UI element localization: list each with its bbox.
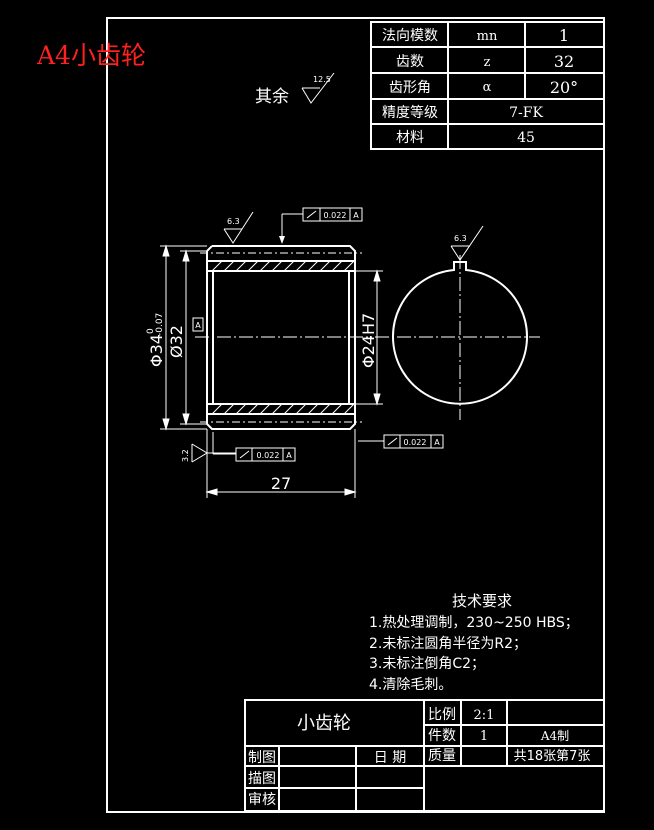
runout-left	[212, 432, 296, 462]
datum-label: A	[195, 321, 201, 330]
part-name: 小齿轮	[297, 713, 351, 734]
requirement-item-3: 3.未标注倒角C2；	[369, 656, 485, 672]
centerlines-end	[375, 255, 540, 420]
runout-top	[281, 207, 363, 240]
roughness-keyway-symbol	[450, 225, 484, 261]
runout-top-arrow	[279, 236, 285, 244]
dim-root-dia: Ø32	[167, 325, 186, 358]
made-label: A4制	[540, 729, 569, 743]
roughness-other-symbol	[301, 72, 335, 104]
requirement-item-2: 2.未标注圆角半径为R2；	[369, 636, 527, 652]
pitch-lines	[200, 252, 362, 423]
requirement-item-1: 1.热处理调制，230~250 HBS；	[369, 615, 579, 631]
gear-end-view	[392, 261, 528, 405]
roughness-other-value: 12.5	[313, 75, 331, 84]
runout-top-value: 0.022	[324, 211, 347, 220]
param-label-material: 材料	[396, 130, 424, 146]
runout-left-value: 0.022	[257, 451, 280, 460]
param-value-angle: 20°	[550, 78, 578, 97]
qty-label: 件数	[428, 728, 456, 744]
param-label-module: 法向模数	[382, 28, 438, 44]
param-label-grade: 精度等级	[382, 104, 438, 121]
dim-outer-tol-low: -0.07	[155, 313, 165, 336]
requirement-item-4: 4.清除毛刺。	[369, 677, 452, 693]
roughness-face-value: 3.2	[181, 449, 190, 462]
param-sym-teeth: z	[484, 55, 491, 70]
runout-right-ref: A	[434, 438, 440, 447]
check-label: 审核	[248, 792, 276, 808]
roughness-outer-value: 6.3	[227, 217, 240, 226]
qty-value: 1	[480, 729, 488, 744]
dim-bore: Φ24H7	[359, 313, 378, 368]
mass-label: 质量	[428, 748, 456, 764]
param-value-material: 45	[517, 130, 535, 146]
section-hatching	[211, 260, 355, 415]
roughness-keyway-value: 6.3	[454, 234, 467, 243]
runout-left-ref: A	[286, 451, 292, 460]
diameter-dimensions	[160, 244, 207, 431]
param-value-module: 1	[559, 26, 569, 45]
title-block	[244, 699, 605, 812]
scale-label: 比例	[428, 707, 456, 723]
draw-label: 制图	[248, 750, 276, 766]
runout-right	[358, 434, 444, 449]
dim-outer-tol-up: 0	[146, 328, 156, 334]
dim-length: 27	[271, 474, 291, 493]
param-value-teeth: 32	[554, 52, 574, 71]
parameter-table	[370, 21, 605, 150]
roughness-other-label: 其余	[255, 87, 289, 107]
param-sym-angle: α	[483, 80, 492, 95]
param-label-teeth: 齿数	[396, 54, 424, 70]
runout-right-value: 0.022	[404, 438, 427, 447]
runout-top-ref: A	[353, 211, 359, 220]
length-dimension	[205, 429, 357, 498]
date-label: 日 期	[374, 750, 406, 766]
trace-label: 描图	[248, 771, 276, 787]
overlay-title: A4小齿轮	[36, 41, 146, 70]
dim-outer-dia: Φ34	[147, 334, 166, 367]
roughness-face-symbol	[191, 443, 236, 463]
requirements-title: 技术要求	[452, 592, 512, 610]
param-sym-module: mn	[477, 29, 498, 44]
param-value-grade: 7-FK	[509, 105, 543, 121]
datum-box	[192, 317, 204, 332]
roughness-outer-symbol	[223, 211, 254, 244]
scale-value: 2:1	[474, 708, 495, 723]
param-label-angle: 齿形角	[389, 80, 431, 96]
sheet-info: 共18张第7张	[514, 749, 591, 764]
